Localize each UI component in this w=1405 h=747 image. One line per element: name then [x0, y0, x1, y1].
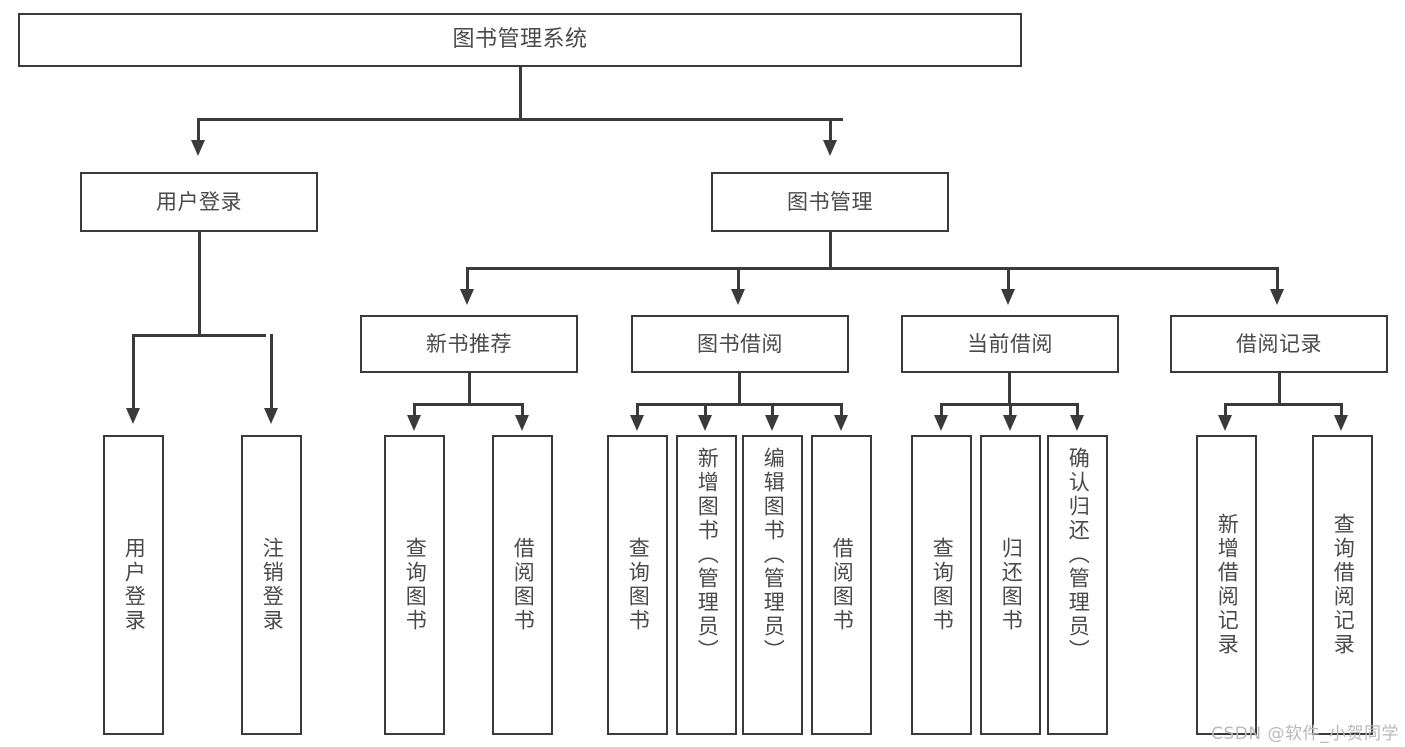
arrow-leaf-logout — [264, 408, 278, 424]
arrow-current-confirm — [1070, 415, 1084, 431]
node-root-system[interactable]: 图书管理系统 — [18, 13, 1022, 67]
connector-current-l3 — [1076, 403, 1079, 417]
leaf-record-add[interactable]: 新增借阅记录 — [1196, 435, 1257, 735]
node-book-borrow[interactable]: 图书借阅 — [631, 315, 849, 373]
node-label: 用户登录 — [156, 189, 242, 214]
node-label: 图书管理 — [787, 189, 873, 214]
leaf-borrow-query-book[interactable]: 查询图书 — [607, 435, 668, 735]
leaf-label: 新增图书（管理员） — [695, 447, 720, 663]
leaf-label: 借阅图书 — [830, 537, 855, 633]
connector-borrow-stem — [738, 373, 741, 405]
connector-newbook-l1 — [413, 403, 416, 417]
arrow-newbook-borrow — [515, 415, 529, 431]
arrow-to-record — [1270, 289, 1284, 305]
arrow-borrow-lend — [834, 415, 848, 431]
leaf-label: 用户登录 — [122, 537, 147, 633]
connector-bookmgmt-to-record — [1276, 267, 1279, 291]
leaf-user-login[interactable]: 用户登录 — [103, 435, 164, 735]
node-label: 当前借阅 — [967, 331, 1053, 356]
watermark-text: CSDN @软件_小贺同学 — [1211, 724, 1399, 744]
leaf-record-query[interactable]: 查询借阅记录 — [1312, 435, 1373, 735]
node-book-management[interactable]: 图书管理 — [711, 172, 949, 232]
leaf-label: 查询图书 — [626, 537, 651, 633]
node-label: 图书借阅 — [697, 331, 783, 356]
leaf-current-confirm-return-admin[interactable]: 确认归还（管理员） — [1047, 435, 1108, 735]
connector-bookmgmt-stem — [829, 232, 832, 269]
connector-userlogin-stem — [198, 232, 201, 336]
connector-newbook-stem — [468, 373, 471, 405]
leaf-current-return-book[interactable]: 归还图书 — [980, 435, 1041, 735]
node-current-borrow[interactable]: 当前借阅 — [901, 315, 1119, 373]
connector-record-l1 — [1224, 403, 1227, 417]
arrow-current-query — [934, 415, 948, 431]
node-new-book-recommend[interactable]: 新书推荐 — [360, 315, 578, 373]
leaf-label: 查询图书 — [403, 537, 428, 633]
node-label: 借阅记录 — [1236, 331, 1322, 356]
leaf-current-query-book[interactable]: 查询图书 — [911, 435, 972, 735]
arrow-current-return — [1003, 415, 1017, 431]
connector-bookmgmt-to-current — [1007, 267, 1010, 291]
connector-record-stem — [1278, 373, 1281, 405]
arrow-record-query — [1334, 415, 1348, 431]
connector-borrow-l3 — [771, 403, 774, 417]
connector-newbook-bus — [413, 403, 523, 406]
connector-borrow-bus — [636, 403, 842, 406]
arrow-to-newbook — [460, 289, 474, 305]
connector-root-stem — [519, 67, 522, 119]
leaf-label: 注销登录 — [260, 537, 285, 633]
connector-bookmgmt-to-newbook — [466, 267, 469, 291]
connector-userlogin-right — [270, 334, 273, 410]
connector-bookmgmt-bus — [466, 267, 1278, 270]
connector-record-l2 — [1340, 403, 1343, 417]
node-user-login[interactable]: 用户登录 — [80, 172, 318, 232]
connector-current-l2 — [1009, 403, 1012, 417]
connector-record-bus — [1224, 403, 1342, 406]
arrow-to-userlogin — [191, 140, 205, 156]
arrow-to-bookmgmt — [823, 140, 837, 156]
connector-current-stem — [1008, 373, 1011, 405]
connector-root-to-bookmgmt — [829, 118, 832, 142]
leaf-newbook-query-book[interactable]: 查询图书 — [384, 435, 445, 735]
leaf-label: 查询图书 — [930, 537, 955, 633]
node-label: 新书推荐 — [426, 331, 512, 356]
arrow-to-borrow — [731, 289, 745, 305]
leaf-borrow-edit-book-admin[interactable]: 编辑图书（管理员） — [742, 435, 803, 735]
leaf-label: 确认归还（管理员） — [1066, 447, 1091, 663]
arrow-record-add — [1218, 415, 1232, 431]
connector-bookmgmt-to-borrow — [737, 267, 740, 291]
leaf-label: 编辑图书（管理员） — [761, 447, 786, 663]
connector-userlogin-left — [132, 334, 135, 410]
arrow-newbook-query — [407, 415, 421, 431]
connector-userlogin-bus — [132, 334, 266, 337]
arrow-borrow-add — [698, 415, 712, 431]
arrow-borrow-edit — [765, 415, 779, 431]
node-borrow-record[interactable]: 借阅记录 — [1170, 315, 1388, 373]
connector-borrow-l2 — [704, 403, 707, 417]
node-label: 图书管理系统 — [452, 27, 588, 52]
arrow-leaf-user-login — [126, 408, 140, 424]
arrow-borrow-query — [630, 415, 644, 431]
leaf-label: 新增借阅记录 — [1215, 513, 1240, 657]
leaf-logout[interactable]: 注销登录 — [241, 435, 302, 735]
leaf-label: 查询借阅记录 — [1331, 513, 1356, 657]
connector-borrow-l1 — [636, 403, 639, 417]
connector-root-to-userlogin — [197, 118, 200, 142]
leaf-label: 借阅图书 — [511, 537, 536, 633]
leaf-newbook-borrow-book[interactable]: 借阅图书 — [492, 435, 553, 735]
connector-root-bus — [197, 118, 843, 121]
connector-current-l1 — [940, 403, 943, 417]
leaf-borrow-lend-book[interactable]: 借阅图书 — [811, 435, 872, 735]
leaf-borrow-add-book-admin[interactable]: 新增图书（管理员） — [676, 435, 737, 735]
connector-borrow-l4 — [840, 403, 843, 417]
leaf-label: 归还图书 — [999, 537, 1024, 633]
arrow-to-current — [1001, 289, 1015, 305]
connector-newbook-l2 — [521, 403, 524, 417]
